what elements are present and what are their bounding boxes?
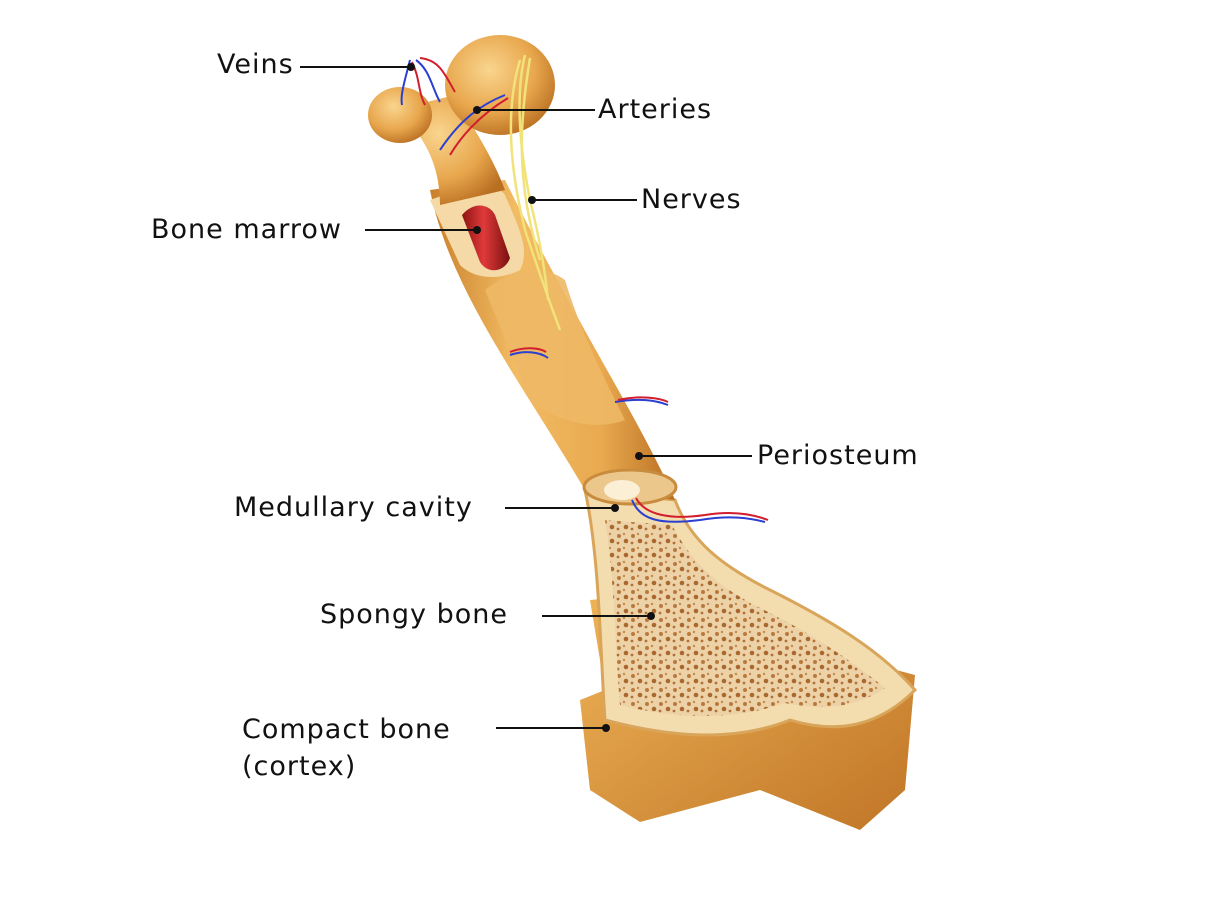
label-nerves-group: Nerves	[528, 184, 742, 215]
label-compact-bone: Compact bone	[242, 714, 451, 745]
spongy-bone-area	[605, 520, 885, 716]
label-bone-marrow: Bone marrow	[151, 214, 342, 245]
label-compact-bone-cortex: (cortex)	[242, 751, 356, 782]
label-medullary-cavity-group: Medullary cavity	[234, 492, 619, 523]
label-periosteum: Periosteum	[757, 440, 919, 471]
label-compact-bone-group: Compact bone (cortex)	[242, 714, 610, 782]
label-spongy-bone: Spongy bone	[320, 599, 508, 630]
label-medullary-cavity: Medullary cavity	[234, 492, 473, 523]
greater-trochanter	[445, 35, 555, 135]
label-bone-marrow-group: Bone marrow	[151, 214, 481, 245]
label-veins: Veins	[217, 49, 294, 80]
label-veins-group: Veins	[217, 49, 415, 80]
label-nerves: Nerves	[641, 184, 742, 215]
label-periosteum-group: Periosteum	[635, 440, 919, 471]
label-arteries: Arteries	[598, 94, 712, 125]
femur-head	[368, 87, 432, 143]
